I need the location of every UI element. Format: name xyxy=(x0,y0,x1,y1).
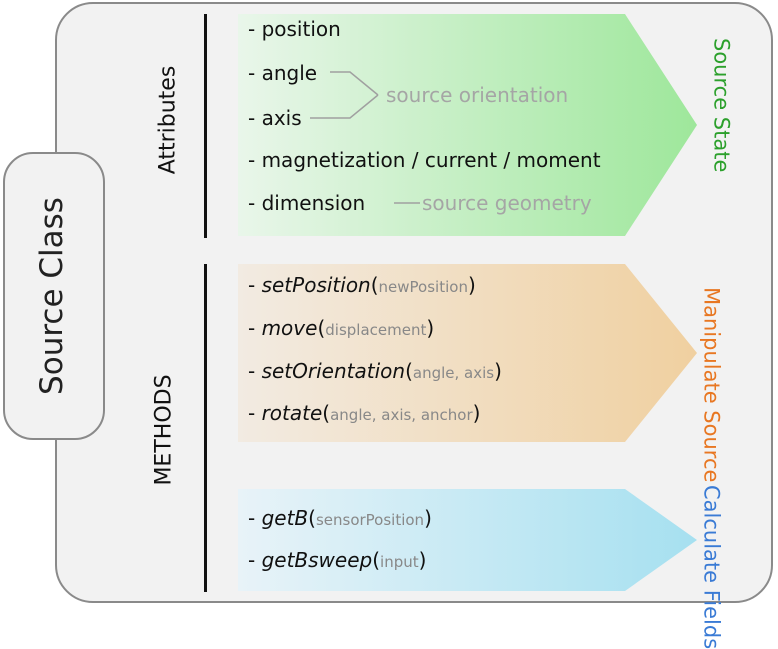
method-open-paren: ( xyxy=(308,506,316,530)
source-class-box xyxy=(3,152,105,440)
method-name: setOrientation xyxy=(261,359,406,383)
method-args: input xyxy=(380,553,419,571)
attribute-magnetization: - magnetization / current / moment xyxy=(248,148,601,172)
method-prefix: - xyxy=(248,359,262,383)
method-prefix: - xyxy=(248,273,262,297)
method-prefix: - xyxy=(248,401,262,425)
method-move: - move(displacement) xyxy=(248,316,434,340)
method-set-orientation: - setOrientation(angle, axis) xyxy=(248,359,502,383)
orientation-bracket xyxy=(310,71,379,119)
method-name: getBsweep xyxy=(261,548,373,572)
method-get-b: - getB(sensorPosition) xyxy=(248,506,432,530)
arrow-shapes xyxy=(238,14,697,591)
method-name: rotate xyxy=(261,401,323,425)
methods-heading: METHODS xyxy=(151,374,177,486)
method-prefix: - xyxy=(248,316,262,340)
method-prefix: - xyxy=(248,506,262,530)
source-state-label: Source State xyxy=(709,38,734,173)
method-open-paren: ( xyxy=(322,401,331,425)
method-close-paren: ) xyxy=(467,273,476,297)
method-args: sensorPosition xyxy=(315,511,425,529)
attributes-heading: Attributes xyxy=(155,65,181,175)
attribute-dimension: - dimension xyxy=(248,191,366,215)
method-get-bsweep: - getBsweep(input) xyxy=(248,548,426,572)
calculate-fields-label: Calculate Fields xyxy=(699,485,724,649)
method-open-paren: ( xyxy=(372,548,381,572)
method-args: angle, axis, anchor xyxy=(330,406,473,424)
method-name: getB xyxy=(261,506,309,530)
method-args: newPosition xyxy=(378,278,468,296)
source-state-arrow xyxy=(238,14,697,236)
method-prefix: - xyxy=(248,548,262,572)
manipulate-source-label: Manipulate Source xyxy=(699,287,724,483)
source-geometry-note: source geometry xyxy=(422,191,592,215)
method-args: displacement xyxy=(325,321,427,339)
method-rotate: - rotate(angle, axis, anchor) xyxy=(248,401,480,425)
method-args: angle, axis xyxy=(412,364,495,382)
attribute-axis: - axis xyxy=(248,106,302,130)
source-class-label: Source Class xyxy=(34,197,70,395)
method-name: move xyxy=(261,316,318,340)
method-close-paren: ) xyxy=(424,506,432,530)
method-close-paren: ) xyxy=(418,548,427,572)
method-name: setPosition xyxy=(261,273,371,297)
method-set-position: - setPosition(newPosition) xyxy=(248,273,476,297)
attributes-divider xyxy=(204,14,207,238)
methods-divider xyxy=(204,264,207,592)
attribute-angle: - angle xyxy=(248,61,318,85)
attribute-position: - position xyxy=(248,17,341,41)
source-orientation-note: source orientation xyxy=(386,83,569,107)
manipulate-source-arrow xyxy=(238,264,697,442)
method-open-paren: ( xyxy=(317,316,326,340)
method-open-paren: ( xyxy=(405,359,413,383)
method-open-paren: ( xyxy=(370,273,379,297)
method-close-paren: ) xyxy=(494,359,502,383)
calculate-fields-arrow xyxy=(238,489,697,591)
method-close-paren: ) xyxy=(426,316,435,340)
method-close-paren: ) xyxy=(472,401,481,425)
